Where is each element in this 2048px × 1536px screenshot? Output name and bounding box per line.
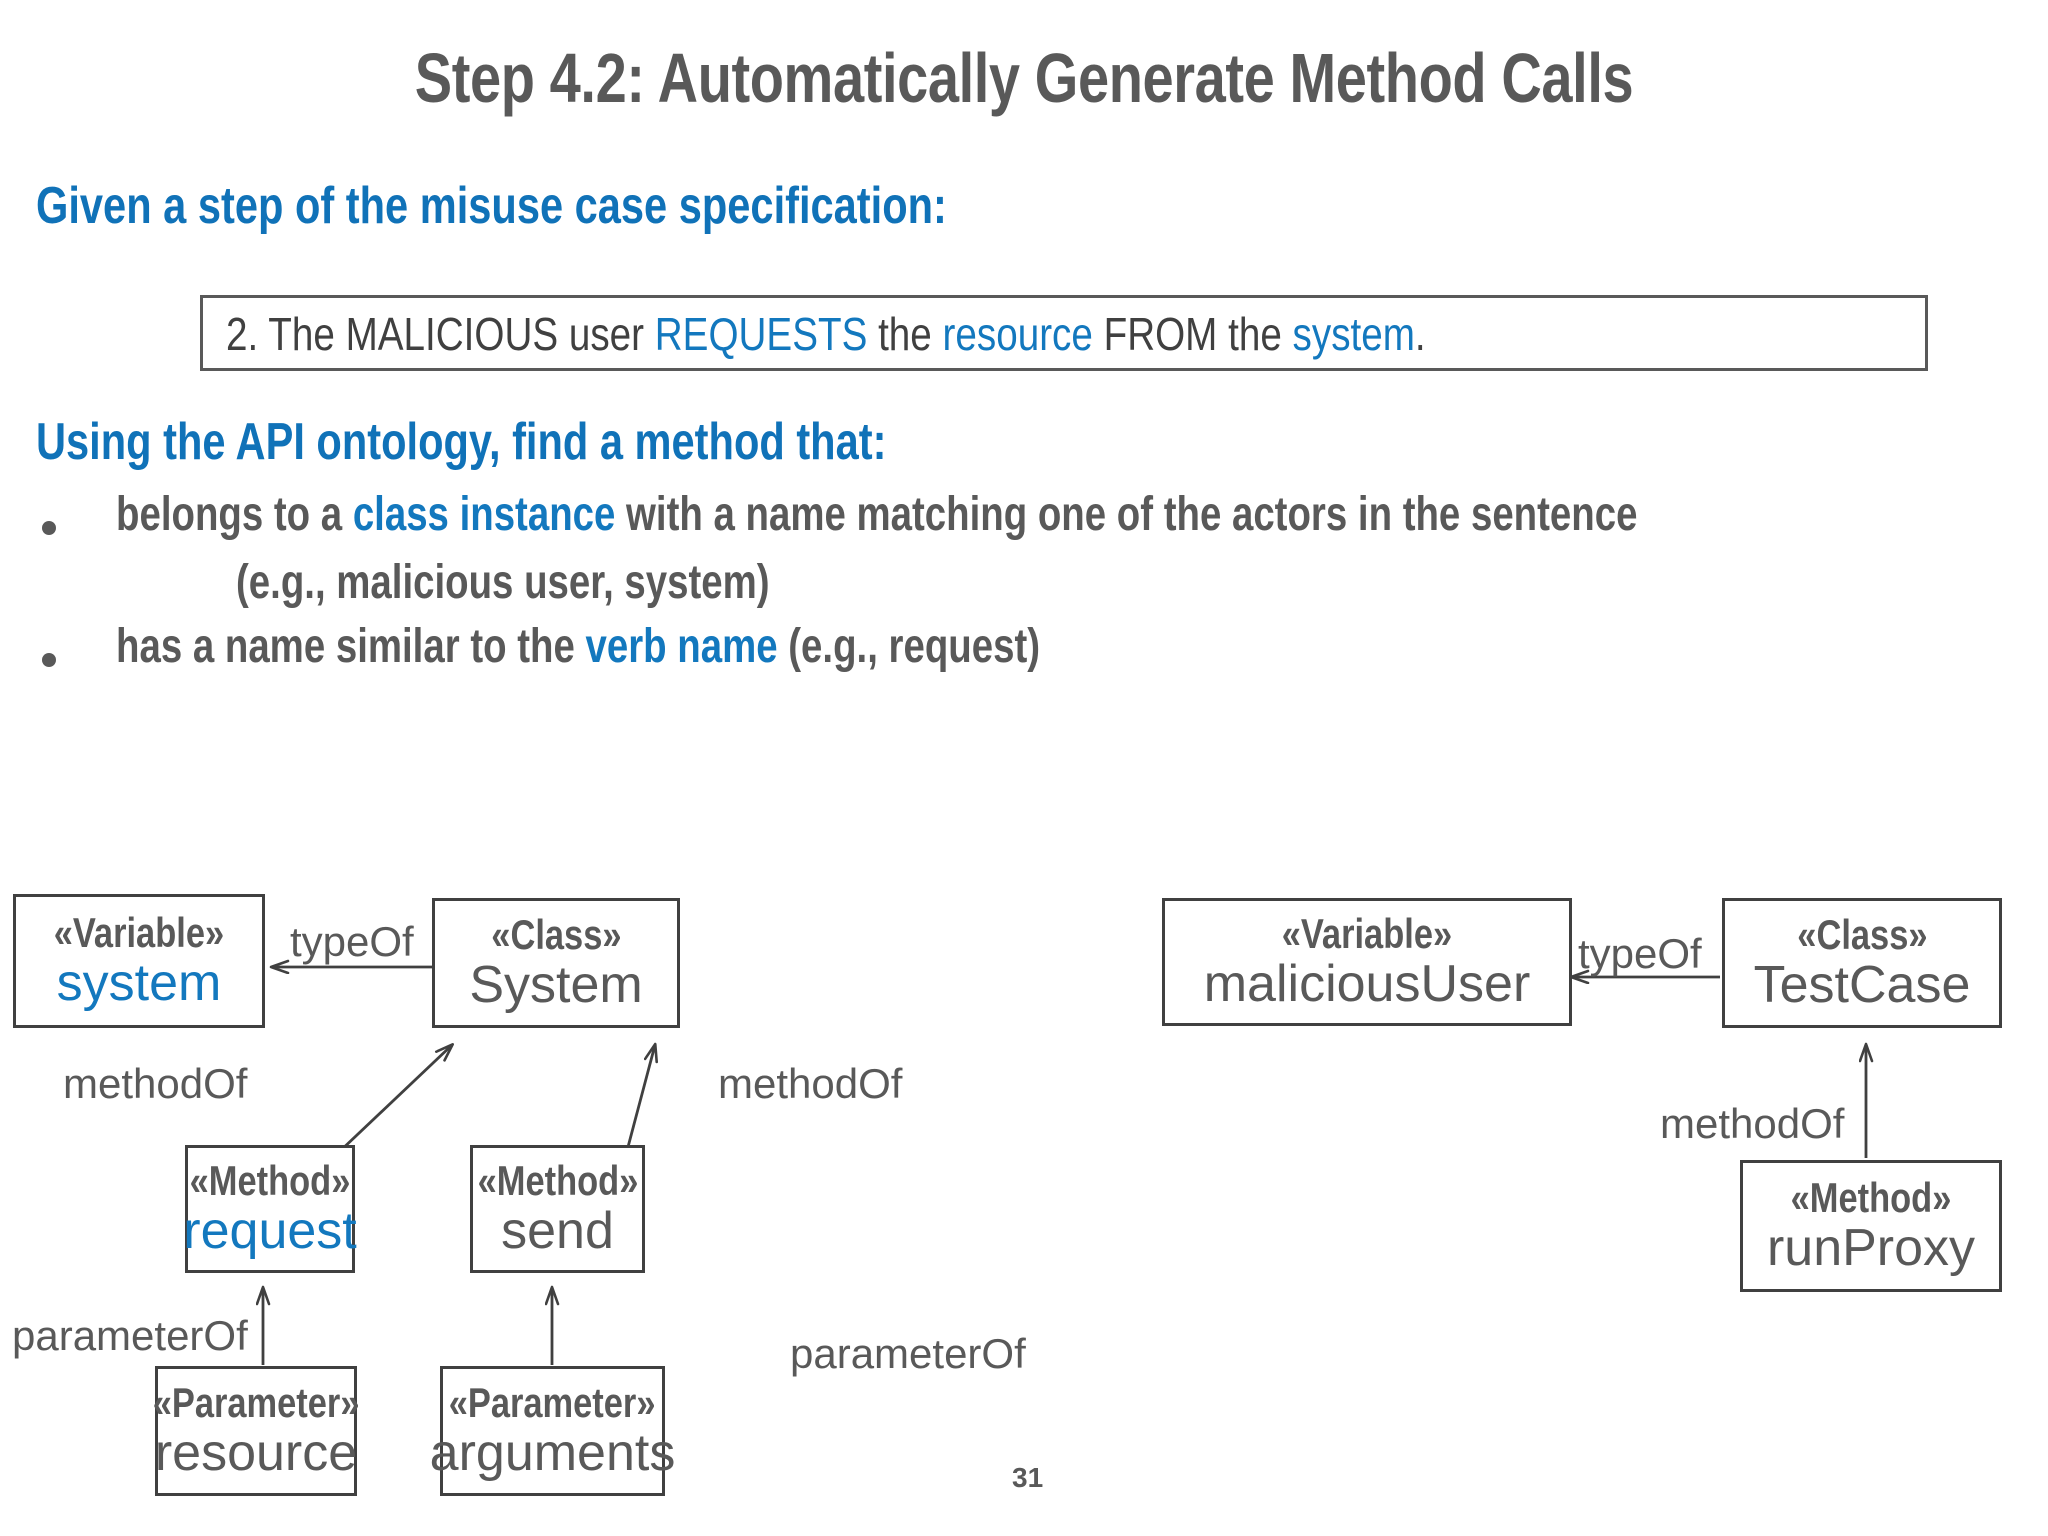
edge-label-parameterof-mid: parameterOf [790,1330,1026,1377]
edge-label-typeof-left: typeOf [290,918,414,965]
heading-given-a-step: Given a step of the misuse case specific… [36,177,947,235]
node-class-system[interactable]: «Class» System [432,898,680,1028]
edge-label-methodof-left: methodOf [63,1060,248,1107]
node-name: arguments [429,1423,676,1482]
node-parameter-arguments[interactable]: «Parameter» arguments [430,1366,675,1496]
node-variable-malicioususer[interactable]: «Variable» maliciousUser [1162,898,1572,1026]
bullet-1-part-0: belongs to a [116,488,353,541]
sentence-part-6: . [1414,308,1426,360]
bullet-item-1: belongs to a class instance with a name … [116,487,1637,542]
node-name: runProxy [1766,1218,1976,1277]
node-name: System [469,955,643,1014]
sentence-part-4: FROM the [1092,308,1293,360]
sentence-part-5: system [1292,308,1415,360]
node-stereotype: «Class» [490,911,622,959]
node-stereotype: «Variable» [1281,910,1453,958]
sentence-part-3: resource [942,308,1093,360]
misuse-case-sentence-text: 2. The MALICIOUS user REQUESTS the resou… [226,307,1426,361]
node-stereotype: «Parameter» [449,1379,656,1427]
node-name: resource [154,1423,358,1482]
bullet-1-part-1: class instance [352,488,616,541]
node-name: request [183,1201,357,1260]
edge-label-methodof-right: methodOf [1660,1100,1845,1147]
sentence-part-0: 2. The MALICIOUS user [226,308,655,360]
node-stereotype: «Method» [1790,1174,1952,1222]
node-stereotype: «Method» [477,1157,638,1205]
node-name: maliciousUser [1203,954,1531,1013]
bullet-item-2: has a name similar to the verb name (e.g… [116,619,1040,674]
bullet-item-1-continuation: (e.g., malicious user, system) [236,556,770,609]
edge-label-methodof-mid: methodOf [718,1060,903,1107]
edge-label-parameterof-left: parameterOf [12,1312,248,1359]
sentence-part-2: the [867,308,943,360]
node-stereotype: «Class» [1796,911,1928,959]
node-name: TestCase [1753,955,1971,1014]
bullet-marker-1 [42,521,56,535]
bullet-2-part-2: (e.g., request) [777,620,1041,673]
node-stereotype: «Method» [189,1157,351,1205]
node-name: send [501,1201,614,1260]
node-variable-system[interactable]: «Variable» system [13,894,265,1028]
bullet-2-part-0: has a name similar to the [116,620,586,673]
bullet-2-part-1: verb name [585,620,778,673]
misuse-case-sentence-box [200,295,1928,371]
page-title: Step 4.2: Automatically Generate Method … [414,39,1634,117]
node-method-runproxy[interactable]: «Method» runProxy [1740,1160,2002,1292]
node-parameter-resource[interactable]: «Parameter» resource [152,1366,360,1496]
sentence-part-1: REQUESTS [654,308,868,360]
node-stereotype: «Parameter» [152,1379,360,1427]
page-number: 31 [1012,1462,1044,1493]
node-class-testcase[interactable]: «Class» TestCase [1722,898,2002,1028]
node-stereotype: «Variable» [53,909,225,957]
heading-using-the-api-ontology: Using the API ontology, find a method th… [36,413,887,471]
bullet-1-part-2: with a name matching one of the actors i… [615,488,1638,541]
edge-label-typeof-right: typeOf [1578,930,1702,977]
node-method-send[interactable]: «Method» send [470,1145,645,1273]
node-method-request[interactable]: «Method» request [183,1145,357,1273]
bullet-marker-2 [42,653,56,667]
node-name: system [56,953,222,1012]
